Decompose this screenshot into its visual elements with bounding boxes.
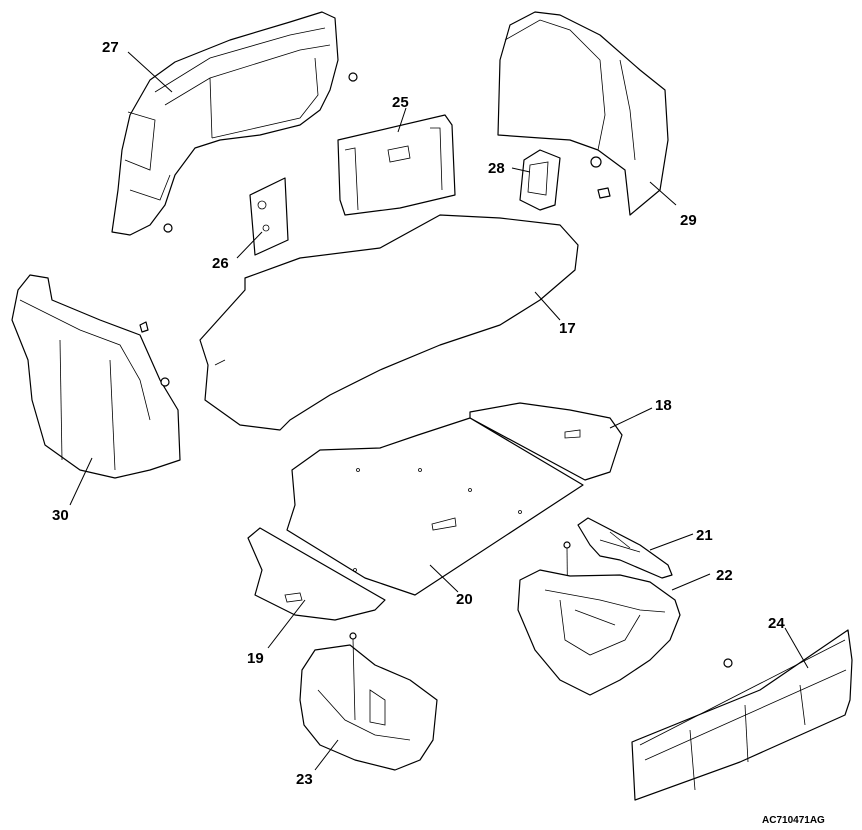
part-26-bracket-plate: [249, 177, 289, 256]
callout-27: 27: [102, 39, 119, 56]
callout-23: 23: [296, 771, 313, 788]
callout-17: 17: [559, 320, 576, 337]
callout-30: 30: [52, 507, 69, 524]
part-23-lower-tray: [299, 632, 438, 771]
callout-20: 20: [456, 591, 473, 608]
part-25-panel: [337, 114, 456, 216]
callout-21: 21: [696, 527, 713, 544]
part-18-floor-board: [469, 402, 623, 481]
part-19-floor-board: [247, 527, 386, 621]
part-28-access-cover: [519, 149, 561, 211]
callout-18: 18: [655, 397, 672, 414]
leader-lines: [69, 51, 809, 771]
callout-26: 26: [212, 255, 229, 272]
callout-25: 25: [392, 94, 409, 111]
callout-22: 22: [716, 567, 733, 584]
part-29-right-side-trim: [497, 11, 669, 216]
callout-19: 19: [247, 650, 264, 667]
part-30-side-trim: [11, 274, 181, 479]
part-27-left-side-trim: [111, 11, 358, 236]
part-24-rear-panel-trim: [631, 629, 853, 801]
part-22-storage-tray: [517, 569, 681, 696]
callout-28: 28: [488, 160, 505, 177]
part-17-floor-mat: [199, 214, 579, 431]
part-20-main-floor-board: [286, 417, 584, 596]
callout-labels: 27 25 26 28 29 17 18 20 21 22 24 19 23 3…: [52, 39, 785, 788]
drawing-code: AC710471AG: [762, 815, 825, 826]
callout-24: 24: [768, 615, 785, 632]
callout-29: 29: [680, 212, 697, 229]
